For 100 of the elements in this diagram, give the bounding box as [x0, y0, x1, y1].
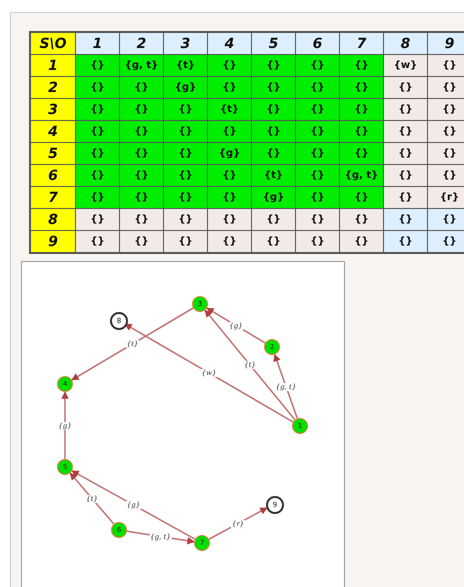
table-cell: {t}	[208, 99, 251, 120]
table-cell: {}	[76, 209, 119, 230]
table-cell: {g}	[208, 143, 251, 164]
header-cell: 7	[31, 187, 75, 208]
table-cell: {}	[384, 121, 427, 142]
header-cell: S\O	[31, 33, 75, 54]
arrow	[61, 391, 69, 459]
table-cell: {}	[76, 143, 119, 164]
table-cell: {}	[428, 143, 464, 164]
table-cell: {g, t}	[120, 55, 163, 76]
header-cell: 6	[31, 165, 75, 186]
header-cell: 4	[31, 121, 75, 142]
arrow	[70, 472, 114, 524]
table-cell: {g}	[252, 187, 295, 208]
table-cell: {}	[296, 77, 339, 98]
header-cell: 5	[252, 33, 295, 54]
table-cell: {}	[296, 231, 339, 252]
table-cell: {}	[164, 143, 207, 164]
header-cell: 9	[31, 231, 75, 252]
table-cell: {}	[120, 121, 163, 142]
arrow	[124, 323, 294, 423]
header-cell: 5	[31, 143, 75, 164]
table-cell: {}	[208, 77, 251, 98]
table-cell: {}	[252, 209, 295, 230]
table-cell: {}	[252, 121, 295, 142]
table-cell: {}	[76, 121, 119, 142]
table-cell: {}	[120, 165, 163, 186]
table-cell: {}	[384, 231, 427, 252]
header-cell: 2	[120, 33, 163, 54]
table-cell: {}	[340, 231, 383, 252]
table-cell: {}	[428, 209, 464, 230]
table-cell: {}	[208, 209, 251, 230]
table-cell: {}	[340, 209, 383, 230]
table-cell: {r}	[428, 187, 464, 208]
table-cell: {}	[252, 55, 295, 76]
table-cell: {}	[252, 77, 295, 98]
table-cell: {}	[76, 187, 119, 208]
header-cell: 1	[31, 55, 75, 76]
table-cell: {}	[164, 231, 207, 252]
table-cell: {}	[384, 187, 427, 208]
table-cell: {}	[252, 99, 295, 120]
table-cell: {t}	[164, 55, 207, 76]
table-cell: {g, t}	[340, 165, 383, 186]
arrow	[71, 307, 194, 381]
arrow	[273, 354, 298, 419]
arrow	[71, 470, 196, 540]
table-cell: {t}	[252, 165, 295, 186]
arrow	[204, 310, 296, 420]
table-cell: {}	[340, 77, 383, 98]
table-cell: {}	[428, 121, 464, 142]
arrow	[126, 530, 195, 544]
table-cell: {}	[76, 77, 119, 98]
table-cell: {}	[120, 99, 163, 120]
table-cell: {}	[296, 143, 339, 164]
table-cell: {}	[164, 165, 207, 186]
table-cell: {}	[296, 99, 339, 120]
table-cell: {}	[428, 231, 464, 252]
table-cell: {g}	[164, 77, 207, 98]
table-cell: {}	[164, 209, 207, 230]
table-cell: {}	[296, 121, 339, 142]
header-cell: 1	[76, 33, 119, 54]
table-cell: {}	[164, 99, 207, 120]
table-cell: {}	[428, 99, 464, 120]
table-cell: {}	[428, 77, 464, 98]
table-cell: {}	[164, 187, 207, 208]
header-cell: 9	[428, 33, 464, 54]
table-cell: {}	[296, 55, 339, 76]
table-cell: {}	[208, 165, 251, 186]
table-cell: {}	[164, 121, 207, 142]
table-cell: {}	[252, 143, 295, 164]
table-cell: {}	[340, 55, 383, 76]
header-cell: 3	[164, 33, 207, 54]
table-cell: {}	[120, 209, 163, 230]
arrow	[208, 507, 268, 540]
table-cell: {}	[76, 165, 119, 186]
header-cell: 7	[340, 33, 383, 54]
header-cell: 8	[31, 209, 75, 230]
table-cell: {}	[340, 121, 383, 142]
table-cell: {}	[340, 187, 383, 208]
header-cell: 3	[31, 99, 75, 120]
header-cell: 2	[31, 77, 75, 98]
table-cell: {}	[76, 99, 119, 120]
table-cell: {}	[296, 165, 339, 186]
table-cell: {}	[384, 99, 427, 120]
table-cell: {}	[120, 231, 163, 252]
table-cell: {}	[76, 231, 119, 252]
header-cell: 4	[208, 33, 251, 54]
table-cell: {}	[296, 187, 339, 208]
table-cell: {}	[340, 143, 383, 164]
table-cell: {}	[208, 121, 251, 142]
table-cell: {}	[76, 55, 119, 76]
table-cell: {}	[208, 55, 251, 76]
header-cell: 6	[296, 33, 339, 54]
table-cell: {}	[384, 77, 427, 98]
header-cell: 8	[384, 33, 427, 54]
table-cell: {}	[208, 231, 251, 252]
table-cell: {}	[428, 55, 464, 76]
table-cell: {}	[120, 77, 163, 98]
table-cell: {}	[120, 187, 163, 208]
table-cell: {}	[428, 165, 464, 186]
